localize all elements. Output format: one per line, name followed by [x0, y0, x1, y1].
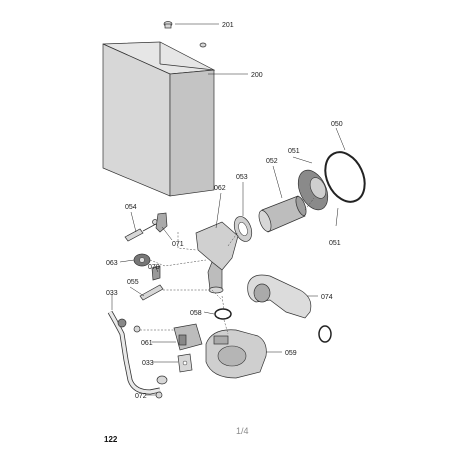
gasket-part	[233, 216, 253, 242]
mixing-housing-part	[195, 221, 239, 294]
electrode-part	[155, 212, 168, 233]
callout-074: 074	[321, 294, 333, 301]
page-indicator: 1/4	[236, 426, 249, 436]
callout-059: 059	[285, 350, 297, 357]
callout-072: 072	[135, 393, 147, 400]
callout-061: 061	[141, 340, 153, 347]
callout-051-top: 051	[288, 148, 300, 155]
callout-050: 050	[331, 121, 343, 128]
callout-033-top: 033	[106, 290, 118, 297]
callout-053: 053	[236, 174, 248, 181]
callout-063: 063	[106, 260, 118, 267]
callout-055: 055	[127, 279, 139, 286]
assembly-lines	[140, 197, 315, 335]
burner-tube-part	[258, 195, 307, 233]
igniter-part	[133, 253, 151, 267]
callout-058: 058	[190, 310, 202, 317]
callout-201: 201	[222, 22, 234, 29]
callout-labels: 201 200 050 051 052 053 062 054 071 051 …	[106, 22, 343, 400]
fastener-part	[163, 21, 207, 48]
fan-part	[205, 329, 267, 379]
callout-054: 054	[125, 204, 137, 211]
callout-071: 071	[172, 241, 184, 248]
sensor-part	[124, 219, 158, 242]
part-055	[139, 284, 164, 301]
casing-part	[102, 41, 216, 197]
hose-part	[107, 310, 168, 395]
leader-lines	[111, 23, 346, 396]
plug-part	[155, 391, 163, 399]
intake-pipe-part	[247, 274, 312, 319]
bracket-part	[177, 353, 193, 373]
burner-door-part	[297, 169, 329, 211]
o-ring-058-part	[214, 308, 232, 320]
seal-ring-part	[324, 151, 366, 203]
callout-052: 052	[266, 158, 278, 165]
part-070	[151, 265, 161, 281]
callout-051-bottom: 051	[329, 240, 341, 247]
callout-200: 200	[251, 72, 263, 79]
callout-033-bottom: 033	[142, 360, 154, 367]
gas-valve-part	[173, 323, 203, 351]
callout-070: 070	[148, 264, 160, 271]
callout-062: 062	[214, 185, 226, 192]
page-number: 122	[104, 435, 118, 444]
o-ring-part	[318, 325, 332, 343]
